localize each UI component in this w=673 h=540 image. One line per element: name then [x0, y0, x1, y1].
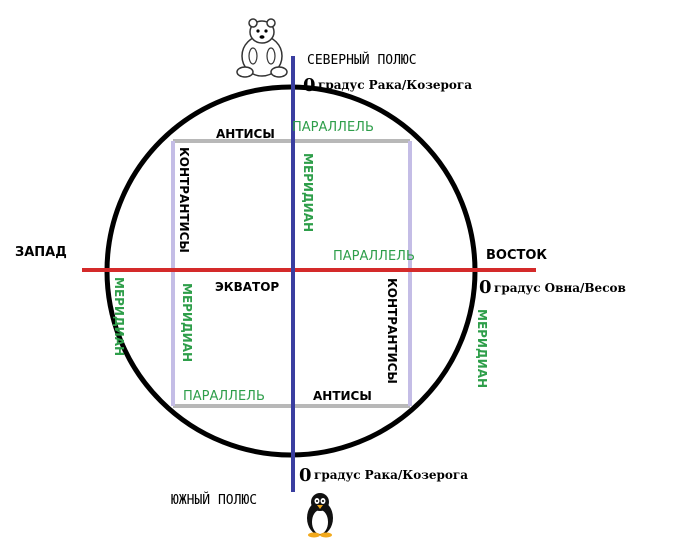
south-pole-label: ЮЖНЫЙ ПОЛЮС: [171, 492, 257, 508]
degree-zero-bottom: 0: [299, 465, 312, 486]
degree-zero-top: 0: [303, 75, 316, 96]
parallel-middle-label: ПАРАЛЛЕЛЬ: [333, 249, 415, 264]
meridian-left-inner-label: МЕРИДИАН: [180, 283, 194, 362]
west-label: ЗАПАД: [15, 245, 67, 260]
antiscia-bottom-label: АНТИСЫ: [313, 389, 372, 403]
north-pole-label: СЕВЕРНЫЙ ПОЛЮС: [307, 52, 417, 68]
contra-antiscia-left-label: КОНТРАНТИСЫ: [177, 147, 191, 253]
degree-zero-east: 0: [479, 277, 492, 298]
penguin-icon: [307, 493, 333, 538]
degree-east-label: градус Овна/Весов: [494, 281, 626, 295]
antiscia-top-label: АНТИСЫ: [216, 127, 275, 141]
equator-label: ЭКВАТОР: [215, 280, 279, 294]
meridian-left-outer-label: МЕРИДИАН: [112, 277, 126, 356]
meridian-center-label: МЕРИДИАН: [301, 153, 315, 232]
degree-bottom-label: градус Рака/Козерога: [314, 468, 468, 482]
meridian-right-outer-label: МЕРИДИАН: [475, 309, 489, 388]
parallel-top-label: ПАРАЛЛЕЛЬ: [292, 120, 374, 135]
degree-top-label: градус Рака/Козерога: [318, 78, 472, 92]
east-label: ВОСТОК: [486, 248, 547, 263]
contra-antiscia-right-label: КОНТРАНТИСЫ: [385, 278, 399, 384]
parallel-bottom-label: ПАРАЛЛЕЛЬ: [183, 389, 265, 404]
polar-bear-icon: [236, 18, 288, 78]
